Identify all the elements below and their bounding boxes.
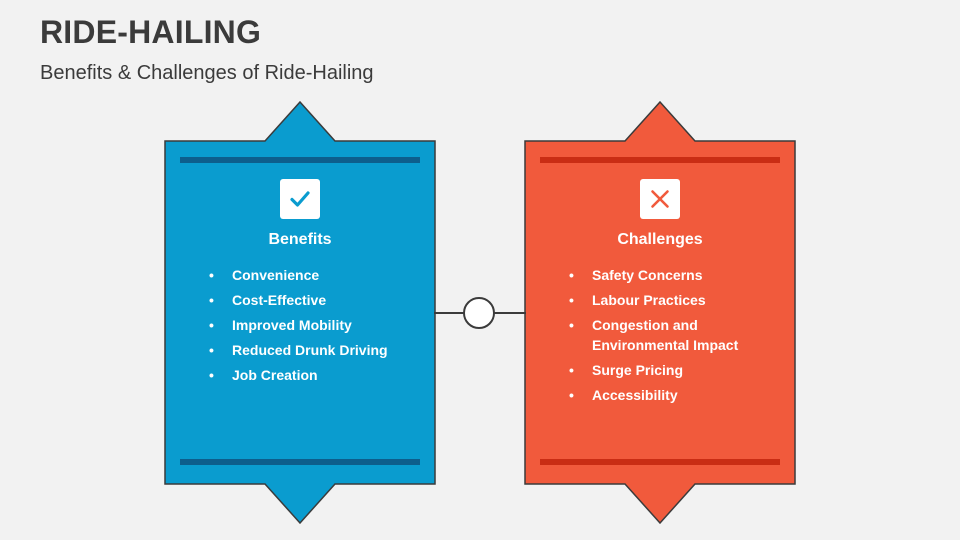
challenges-heading: Challenges (617, 231, 703, 248)
challenges-card: Challenges Safety Concerns Labour Practi… (525, 141, 795, 484)
challenges-bottom-bar (540, 459, 780, 465)
page-subtitle: Benefits & Challenges of Ride-Hailing (40, 62, 374, 84)
challenges-list: Safety Concerns Labour Practices Congest… (569, 265, 789, 410)
challenges-card-shape (524, 100, 796, 525)
benefits-heading: Benefits (268, 231, 332, 248)
challenges-top-bar (540, 157, 780, 163)
list-item: Convenience (209, 265, 429, 285)
list-item: Surge Pricing (569, 360, 789, 380)
list-item: Accessibility (569, 385, 789, 405)
list-item: Cost-Effective (209, 290, 429, 310)
connector-node (463, 297, 495, 329)
benefits-bottom-bar (180, 459, 420, 465)
benefits-top-bar (180, 157, 420, 163)
list-item: Improved Mobility (209, 315, 429, 335)
checkmark-icon (280, 179, 320, 219)
benefits-list: Convenience Cost-Effective Improved Mobi… (209, 265, 429, 390)
list-item: Safety Concerns (569, 265, 789, 285)
list-item: Reduced Drunk Driving (209, 340, 429, 360)
page-title: RIDE-HAILING (40, 14, 262, 50)
list-item: Congestion and Environmental Impact (569, 315, 752, 355)
list-item: Job Creation (209, 365, 429, 385)
list-item: Labour Practices (569, 290, 789, 310)
cross-icon (640, 179, 680, 219)
benefits-card: Benefits Convenience Cost-Effective Impr… (165, 141, 435, 484)
benefits-card-shape (164, 100, 436, 525)
